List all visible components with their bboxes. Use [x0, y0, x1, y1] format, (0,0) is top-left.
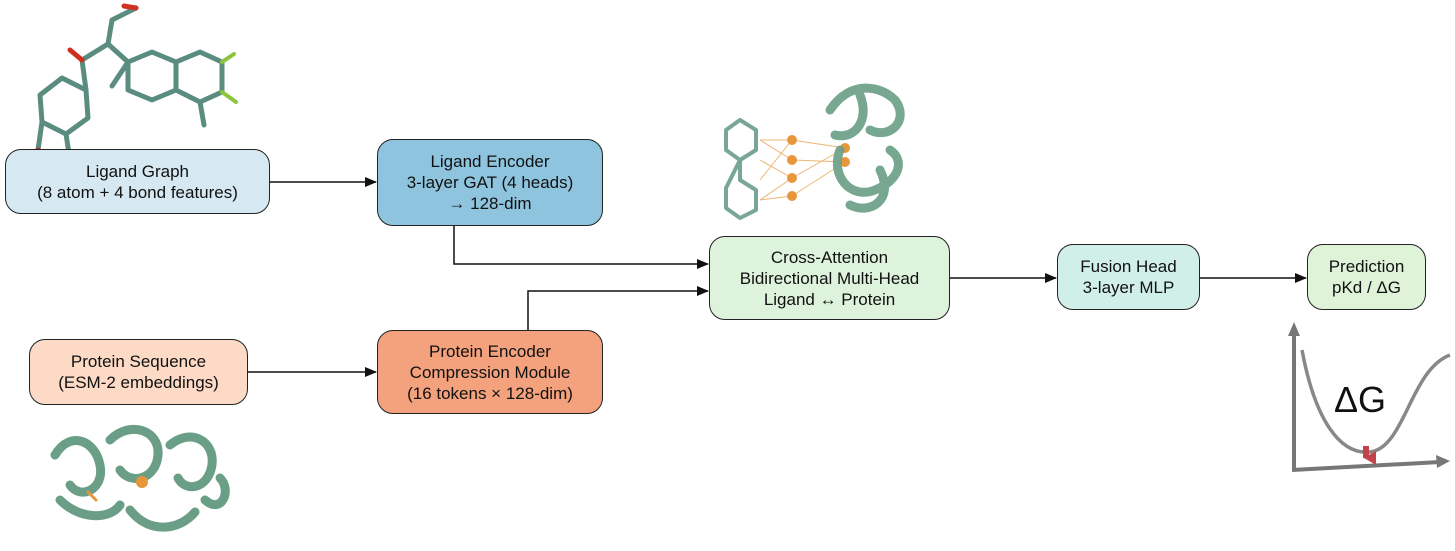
ligand-encoder-title: Ligand Encoder [430, 152, 550, 171]
energy-plot-x-axis [1291, 460, 1441, 472]
ligand-graph-subtitle: (8 atom + 4 bond features) [37, 182, 238, 202]
protein-sequence-subtitle: (ESM-2 embeddings) [58, 373, 219, 392]
connectors [248, 177, 1307, 377]
protein-sequence-title: Protein Sequence [70, 352, 207, 371]
energy-plot [1288, 322, 1451, 472]
protein-sequence-node: Protein Sequence (ESM-2 embeddings) [29, 339, 248, 405]
ligand-encoder-dim: → 128-dim [448, 194, 532, 213]
cross-attention-direction: Ligand ↔ Protein [763, 289, 896, 309]
prediction-node: Prediction pKd / ΔG [1307, 244, 1426, 310]
fusion-head-node: Fusion Head 3-layer MLP [1057, 244, 1200, 310]
ligand-encoder-node: Ligand Encoder 3-layer GAT (4 heads) → 1… [377, 139, 603, 226]
protein-encoder-node: Protein Encoder Compression Module (16 t… [377, 330, 603, 414]
fusion-head-layers: 3-layer MLP [1082, 278, 1175, 297]
energy-plot-label: ΔG [1334, 379, 1387, 420]
arrow-ligand-encoder-to-cross-attention [453, 226, 709, 269]
cross-attention-node: Cross-Attention Bidirectional Multi-Head… [709, 236, 950, 320]
ligand-encoder-layers: 3-layer GAT (4 heads) [406, 173, 574, 192]
ligand-molecule-illustration [21, 3, 238, 174]
protein-encoder-title: Protein Encoder [429, 341, 551, 361]
protein-illustration [50, 424, 230, 532]
attention-illustration [724, 83, 905, 220]
fusion-head-title: Fusion Head [1080, 257, 1177, 276]
ligand-graph-title: Ligand Graph [85, 161, 190, 181]
prediction-title: Prediction [1328, 257, 1405, 276]
cross-attention-title: Cross-Attention [770, 247, 889, 267]
arrow-protein-encoder-to-cross-attention [527, 286, 709, 330]
protein-encoder-dim: (16 tokens × 128-dim) [407, 383, 573, 403]
prediction-targets: pKd / ΔG [1332, 278, 1401, 297]
cross-attention-type: Bidirectional Multi-Head [739, 268, 920, 288]
protein-encoder-module: Compression Module [409, 362, 571, 382]
ligand-graph-node: Ligand Graph (8 atom + 4 bond features) [5, 149, 270, 214]
